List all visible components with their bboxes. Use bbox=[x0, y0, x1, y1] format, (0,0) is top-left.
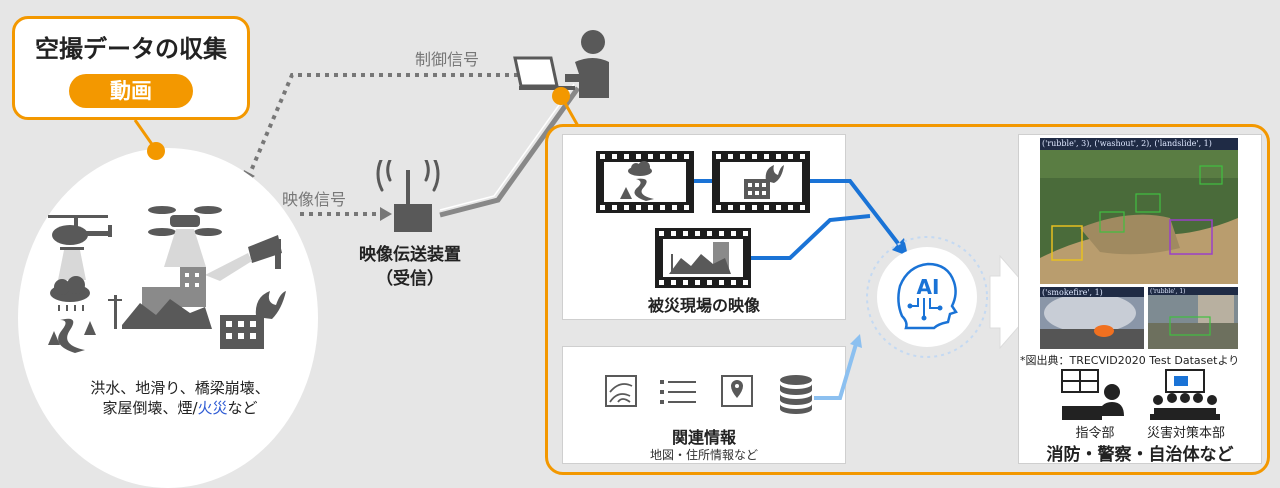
film-strip-collapse bbox=[655, 228, 751, 288]
video-signal-label: 映像信号 bbox=[282, 190, 347, 209]
transmitter-icon bbox=[376, 160, 440, 232]
film-strip-flood bbox=[596, 151, 694, 213]
drone-icon bbox=[148, 206, 222, 267]
database-icon bbox=[780, 375, 812, 414]
fire-highlight: 火災 bbox=[197, 399, 228, 417]
command-center-icon bbox=[1061, 369, 1124, 420]
control-signal-arrow bbox=[246, 73, 545, 179]
flow-line-bottom bbox=[745, 214, 871, 260]
uplink-line bbox=[439, 86, 581, 218]
disaster-types-line2: 家屋倒壊、煙/火災など bbox=[60, 398, 300, 418]
disaster-icons bbox=[48, 206, 286, 353]
operator-with-laptop-icon bbox=[513, 30, 609, 98]
flow-arrowhead bbox=[892, 238, 908, 256]
related-info-line bbox=[814, 343, 858, 400]
video-badge: 動画 bbox=[69, 74, 193, 108]
disaster-scene-video-title: 被災現場の映像 bbox=[647, 296, 760, 315]
map-pin-icon bbox=[721, 375, 753, 407]
control-signal-label: 制御信号 bbox=[415, 50, 480, 69]
collection-title: 空撮データの収集 bbox=[35, 35, 227, 63]
aerial-data-collection-box: 空撮データの収集 動画 bbox=[12, 16, 250, 120]
organizations-title: 消防・警察・自治体など bbox=[1046, 445, 1234, 465]
ai-engine-icon: AI bbox=[866, 236, 988, 358]
checklist-icon bbox=[660, 380, 696, 404]
topo-map-icon bbox=[605, 375, 637, 407]
collapsed-buildings-icon bbox=[108, 267, 212, 329]
detection-photo-smoke bbox=[1040, 287, 1144, 349]
operator-callout-dot bbox=[552, 87, 570, 105]
ai-label: AI bbox=[917, 275, 940, 299]
title-callout-dot bbox=[147, 142, 165, 160]
transmitter-label-2: （受信） bbox=[376, 269, 444, 289]
film-strip-fire bbox=[712, 151, 810, 213]
disaster-types-line2-a: 家屋倒壊、煙/ bbox=[102, 399, 198, 417]
related-info-icons bbox=[605, 375, 812, 414]
flood-rain-icon bbox=[48, 276, 96, 353]
disaster-types-line2-c: など bbox=[227, 399, 258, 417]
command-center-label: 指令部 bbox=[1075, 426, 1115, 441]
detection-tag-smoke: ('smokefire', 1) bbox=[1042, 288, 1103, 297]
disaster-types-line1: 洪水、地滑り、橋梁崩壊、 bbox=[90, 379, 270, 397]
helicopter-icon bbox=[48, 215, 112, 280]
related-info-subtitle: 地図・住所情報など bbox=[649, 448, 758, 462]
detection-tag-main: ('rubble', 3), ('washout', 2), ('landsli… bbox=[1042, 139, 1212, 148]
surveillance-camera-icon bbox=[205, 235, 282, 281]
transmitter-label-1: 映像伝送装置 bbox=[359, 245, 461, 265]
related-info-title: 関連情報 bbox=[671, 428, 736, 447]
detection-tag-rubble: ('rubble', 1) bbox=[1150, 288, 1186, 295]
video-signal-arrowhead bbox=[380, 207, 392, 221]
building-fire-icon bbox=[220, 291, 286, 349]
detection-photo-main bbox=[1040, 138, 1238, 284]
image-source-caption: *図出典：TRECVID2020 Test Datasetより bbox=[1020, 354, 1240, 367]
disaster-hq-icon bbox=[1150, 369, 1220, 420]
disaster-hq-label: 災害対策本部 bbox=[1146, 426, 1225, 441]
detection-photo-rubble bbox=[1148, 287, 1238, 349]
